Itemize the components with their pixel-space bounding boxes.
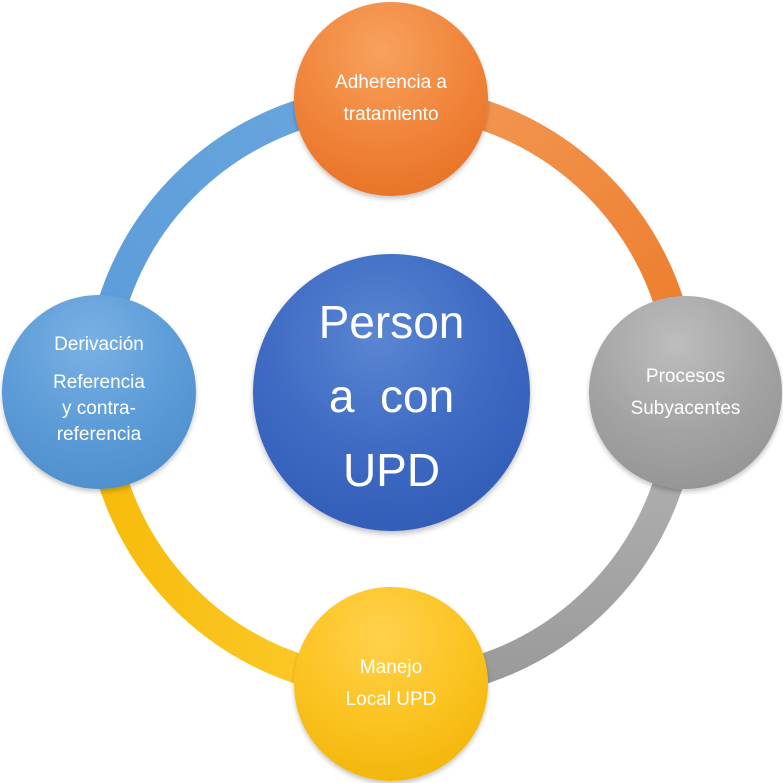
node-adherencia-line-2: tratamiento — [343, 104, 439, 125]
node-derivacion-title: Derivación — [54, 334, 144, 355]
node-procesos-text: Procesos Subyacentes — [631, 361, 741, 425]
node-derivacion-line-1: Referencia — [53, 372, 145, 393]
node-derivacion-line-2: y contra- — [62, 398, 136, 419]
center-line-3: UPD — [342, 443, 441, 496]
node-procesos-line-1: Procesos — [645, 365, 726, 387]
node-procesos-line-2: Subyacentes — [630, 397, 741, 419]
node-adherencia-line-1: Adherencia a — [335, 72, 447, 93]
center-line-2: a con — [328, 369, 455, 422]
center-text: Person a con UPD — [319, 285, 465, 507]
node-adherencia-text: Adherencia a tratamiento — [335, 67, 447, 131]
node-derivacion: Derivación Referencia y contra- referenc… — [2, 295, 196, 489]
node-adherencia: Adherencia a tratamiento — [294, 2, 488, 196]
center-line-1: Person — [318, 295, 465, 348]
node-procesos: Procesos Subyacentes — [589, 296, 782, 489]
node-manejo-text: Manejo Local UPD — [346, 652, 437, 716]
node-manejo-line-2: Local UPD — [345, 689, 437, 710]
node-manejo-line-1: Manejo — [359, 657, 423, 678]
node-manejo: Manejo Local UPD — [294, 587, 488, 781]
node-derivacion-line-3: referencia — [56, 424, 142, 445]
center-node: Person a con UPD — [253, 254, 530, 531]
node-derivacion-text: Derivación Referencia y contra- referenc… — [53, 332, 145, 448]
